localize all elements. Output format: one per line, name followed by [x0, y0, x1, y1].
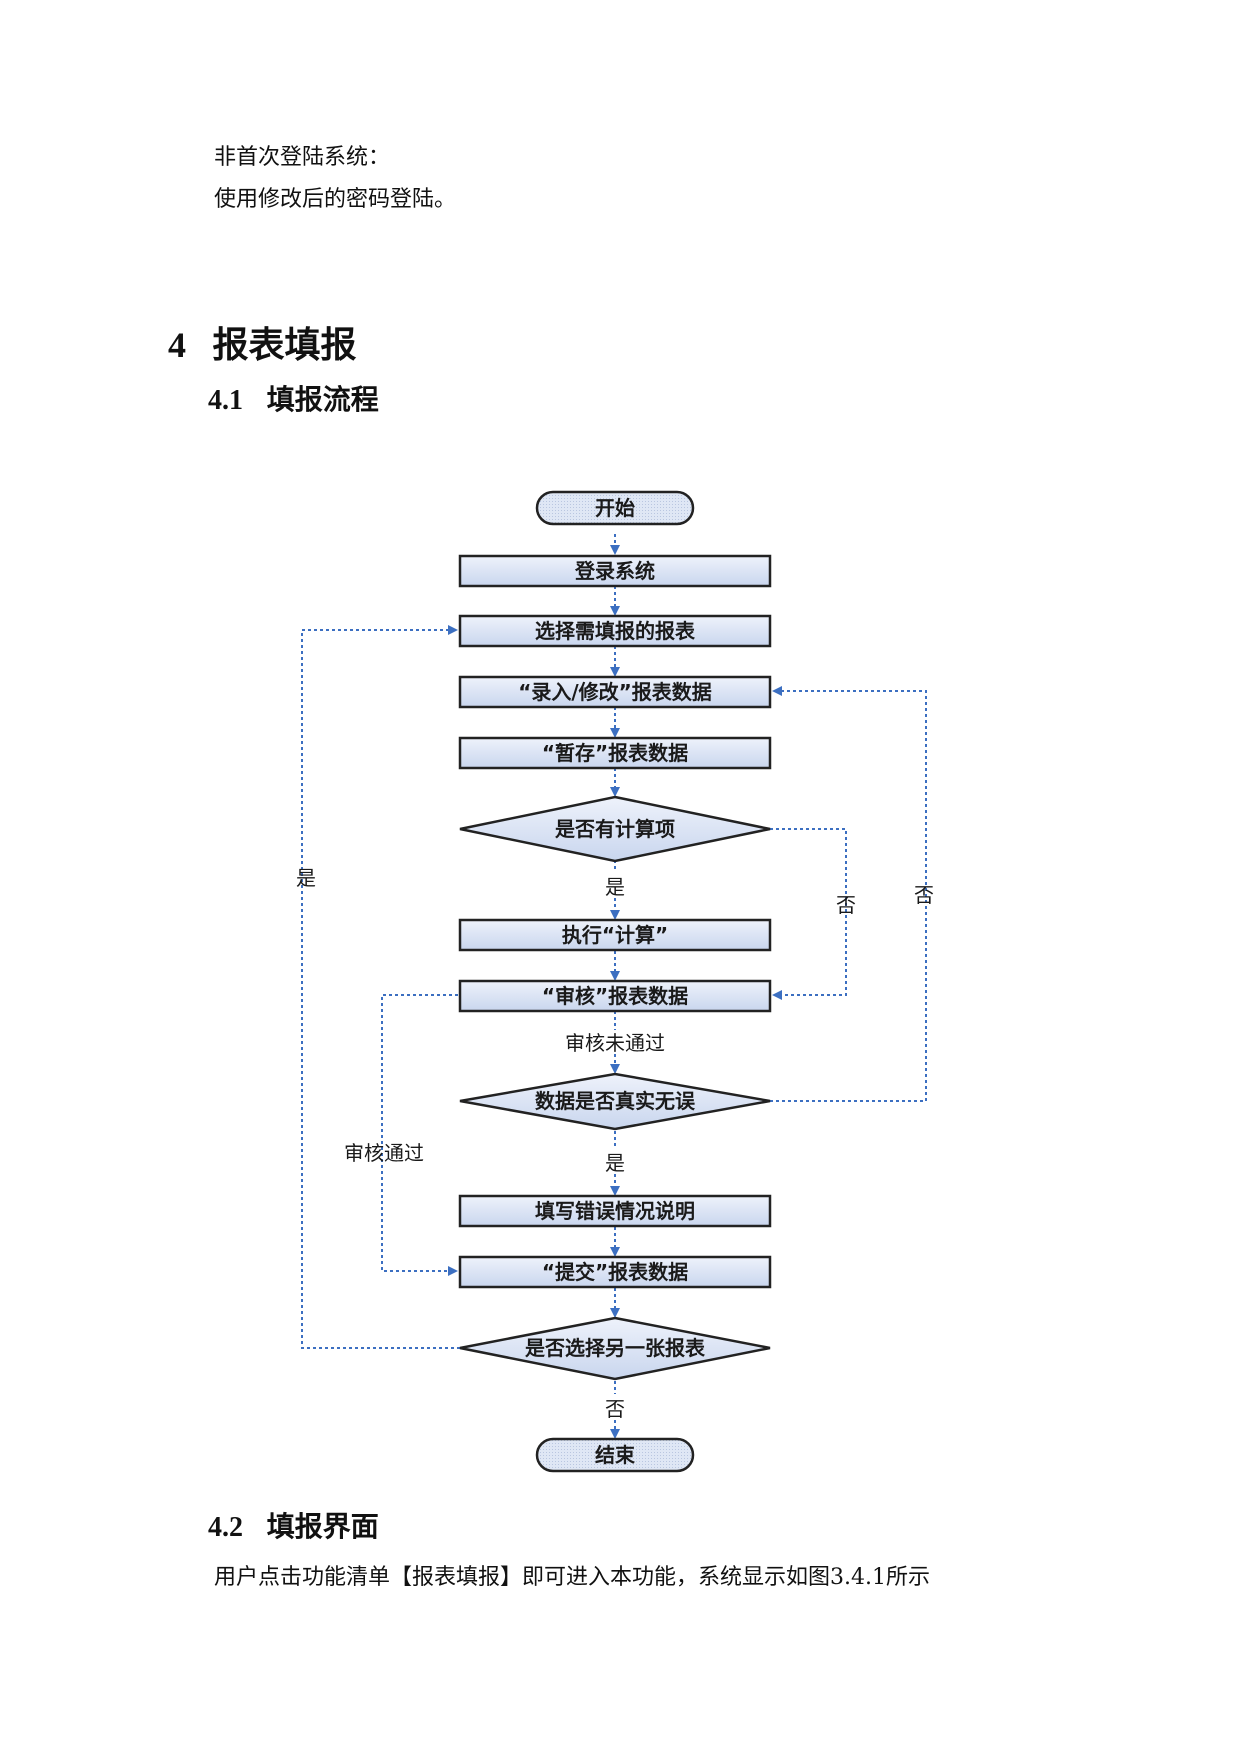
label-another-no: 否 — [605, 1397, 625, 1421]
node-has-calc-label: 是否有计算项 — [554, 817, 675, 841]
subsection-title-4-2: 填报界面 — [266, 1510, 379, 1543]
node-edit-label: “录入/修改”报表数据 — [518, 680, 712, 704]
label-calc-no: 否 — [836, 893, 856, 917]
label-loop-yes: 是 — [296, 866, 316, 890]
node-explain: 填写错误情况说明 — [458, 1194, 772, 1228]
node-start: 开始 — [535, 490, 695, 526]
label-true-no: 否 — [914, 883, 934, 907]
node-save: “暂存”报表数据 — [458, 736, 772, 770]
node-edit: “录入/修改”报表数据 — [458, 675, 772, 709]
edge-true-no — [770, 686, 927, 1102]
node-select-label: 选择需填报的报表 — [535, 619, 696, 643]
section-title: 报表填报 — [212, 324, 357, 366]
label-calc-yes: 是 — [605, 875, 625, 899]
edge-audit-pass — [381, 994, 458, 1276]
node-explain-label: 填写错误情况说明 — [535, 1199, 695, 1223]
subsection-number-4-2: 4.2 — [208, 1512, 243, 1543]
node-is-true-label: 数据是否真实无误 — [535, 1089, 696, 1113]
node-calc: 执行“计算” — [458, 918, 772, 952]
label-true-yes: 是 — [605, 1151, 625, 1175]
node-another: 是否选择另一张报表 — [459, 1316, 771, 1381]
subsection-title: 填报流程 — [266, 383, 379, 416]
node-end: 结束 — [535, 1437, 695, 1473]
node-end-label: 结束 — [595, 1443, 636, 1467]
section-heading: 4 报表填报 — [168, 316, 357, 368]
node-has-calc: 是否有计算项 — [459, 795, 771, 863]
intro-line-1: 非首次登陆系统： — [214, 145, 391, 170]
node-calc-label: 执行“计算” — [562, 923, 668, 947]
node-audit-label: “审核”报表数据 — [542, 984, 688, 1008]
label-audit-pass: 审核通过 — [344, 1141, 424, 1165]
intro-line-2: 使用修改后的密码登陆。 — [214, 187, 457, 212]
flow-connectors — [301, 534, 927, 1439]
edge-another-yes — [301, 625, 460, 1349]
node-save-label: “暂存”报表数据 — [542, 741, 688, 765]
label-audit-fail: 审核未通过 — [565, 1031, 665, 1055]
node-login-label: 登录系统 — [574, 559, 655, 583]
node-is-true: 数据是否真实无误 — [459, 1072, 771, 1131]
subsection-number: 4.1 — [208, 385, 243, 416]
node-start-label: 开始 — [595, 496, 635, 520]
node-submit: “提交”报表数据 — [458, 1255, 772, 1289]
node-login: 登录系统 — [458, 554, 772, 588]
subsection-heading-4-1: 4.1 填报流程 — [208, 378, 379, 418]
node-audit: “审核”报表数据 — [458, 979, 772, 1013]
body-paragraph: 用户点击功能清单【报表填报】即可进入本功能，系统显示如图3.4.1所示 — [214, 1565, 930, 1590]
node-submit-label: “提交”报表数据 — [542, 1260, 688, 1284]
node-select: 选择需填报的报表 — [458, 614, 772, 648]
node-another-label: 是否选择另一张报表 — [524, 1336, 706, 1360]
section-number: 4 — [168, 325, 186, 365]
edge-hascalc-no — [770, 828, 847, 1000]
subsection-heading-4-2: 4.2 填报界面 — [208, 1505, 379, 1545]
